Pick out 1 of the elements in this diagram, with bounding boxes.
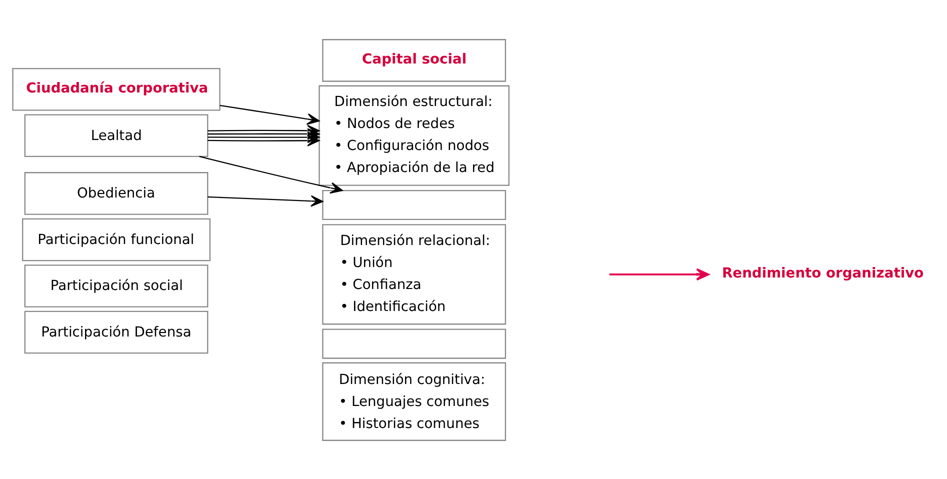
node-text: Rendimiento organizativo	[722, 264, 924, 281]
